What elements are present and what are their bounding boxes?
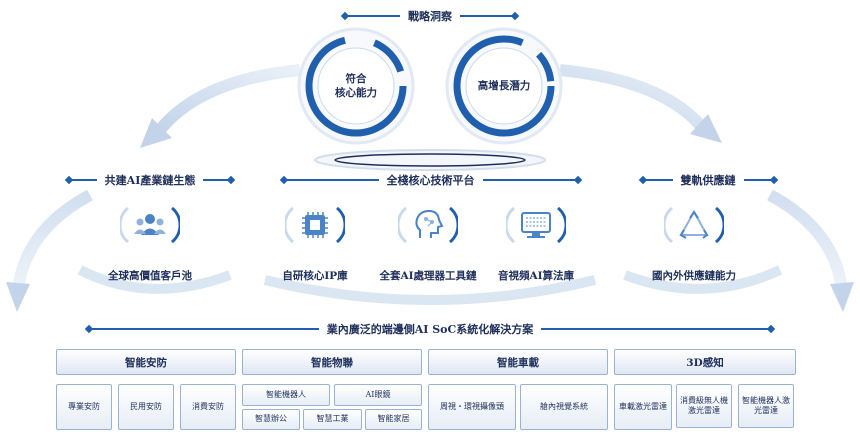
divider bbox=[541, 328, 772, 330]
sub-smart-home: 智能家居 bbox=[365, 409, 422, 430]
divider bbox=[68, 179, 97, 181]
caption-ai-toolchain: 全套AI處理器工具鏈 bbox=[379, 270, 477, 282]
ring-high-growth bbox=[445, 27, 563, 145]
strategy-header: 戰略洞察 bbox=[310, 8, 550, 24]
category-3d-sensing: 3D感知 bbox=[614, 349, 796, 375]
divider bbox=[88, 328, 319, 330]
ring-core-capability bbox=[297, 27, 415, 145]
caption-core-ip: 自研核心IP庫 bbox=[282, 270, 348, 282]
ecosystem-arc bbox=[77, 265, 232, 294]
caption-supply-chain: 國內外供應鏈能力 bbox=[652, 270, 736, 282]
category-security: 智能安防 bbox=[56, 349, 236, 375]
ring-label-core: 符合 核心能力 bbox=[316, 72, 396, 100]
monitor-icon bbox=[506, 206, 566, 244]
divider bbox=[345, 15, 400, 17]
ecosystem-header: 共建AI產業鏈生態 bbox=[60, 172, 240, 188]
supply-header: 雙軌供應鏈 bbox=[618, 172, 798, 188]
sub-ai-glasses: AI眼鏡 bbox=[334, 384, 422, 406]
sub-automotive-lidar: 車載激光雷達 bbox=[614, 384, 672, 430]
sub-consumer-security: 消費安防 bbox=[180, 384, 236, 430]
sub-civil-security: 民用安防 bbox=[118, 384, 174, 430]
sub-surround-camera: 周視・環視攝像頭 bbox=[428, 384, 516, 430]
platform-arc bbox=[263, 275, 597, 305]
divider bbox=[460, 15, 515, 17]
platform-header-label: 全棧核心技術平台 bbox=[386, 174, 475, 187]
divider bbox=[203, 179, 232, 181]
category-automotive: 智能車載 bbox=[428, 349, 608, 375]
recycle-triangle-icon bbox=[664, 206, 724, 244]
strategy-header-label: 戰略洞察 bbox=[408, 10, 452, 23]
arrow-left-lower bbox=[12, 189, 93, 291]
caption-av-ai-library: 音視頻AI算法庫 bbox=[497, 270, 575, 282]
divider bbox=[482, 179, 578, 181]
arrowhead-left-lower bbox=[6, 282, 30, 312]
ring-pedestal-rim bbox=[334, 153, 526, 167]
sub-cabin-vision: 艙內視覺系統 bbox=[520, 384, 608, 430]
ring-label-growth: 高增長潛力 bbox=[464, 79, 544, 93]
divider bbox=[642, 179, 673, 181]
arrowhead-left-upper bbox=[140, 118, 172, 148]
arrow-right-upper bbox=[559, 64, 705, 130]
category-iot: 智能物聯 bbox=[242, 349, 422, 375]
arrow-left-upper bbox=[155, 64, 301, 134]
ring-label-line: 核心能力 bbox=[335, 87, 377, 100]
supply-header-label: 雙軌供應鏈 bbox=[680, 174, 736, 187]
divider bbox=[283, 179, 379, 181]
sub-drone-lidar: 消費級無人機激光雷達 bbox=[676, 384, 732, 428]
ring-pedestal bbox=[314, 149, 546, 171]
sub-professional-security: 專業安防 bbox=[56, 384, 112, 430]
caption-global-customers: 全球高價值客戶池 bbox=[108, 270, 192, 282]
ecosystem-header-label: 共建AI產業鏈生態 bbox=[104, 174, 196, 187]
sub-robot-lidar: 智能機器人激光雷達 bbox=[738, 384, 794, 428]
supply-arc bbox=[623, 265, 783, 294]
arrowhead-right-upper bbox=[690, 114, 722, 143]
arrow-right-lower bbox=[767, 189, 848, 291]
ring-label-line: 符合 bbox=[345, 73, 367, 85]
solutions-header: 業內廣泛的端邊側AI SoC系統化解決方案 bbox=[54, 321, 806, 337]
sub-smart-office: 智慧辦公 bbox=[242, 409, 300, 430]
ring-label-line: 高增長潛力 bbox=[477, 80, 531, 92]
sub-smart-robot: 智能機器人 bbox=[242, 384, 330, 406]
chip-icon bbox=[285, 206, 345, 244]
users-icon bbox=[120, 206, 180, 244]
platform-header: 全棧核心技術平台 bbox=[258, 172, 603, 188]
ai-head-icon bbox=[398, 206, 458, 244]
solutions-header-label: 業內廣泛的端邊側AI SoC系統化解決方案 bbox=[326, 323, 534, 336]
sub-smart-industry: 智慧工業 bbox=[303, 409, 362, 430]
arrowhead-right-lower bbox=[830, 282, 854, 312]
divider bbox=[743, 179, 774, 181]
